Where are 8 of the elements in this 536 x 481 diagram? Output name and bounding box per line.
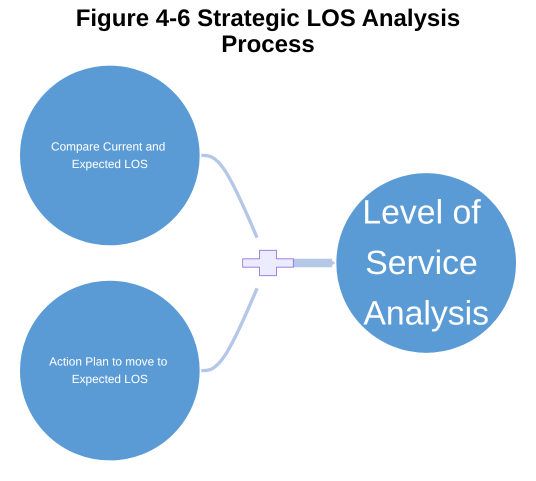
node-circle: Action Plan to move to Expected LOS xyxy=(18,279,202,462)
node-plus xyxy=(242,250,294,276)
connector xyxy=(200,154,259,238)
node-circle: Level of Service Analysis xyxy=(334,171,518,355)
arrow xyxy=(292,258,336,268)
node-circle: Compare Current and Expected LOS xyxy=(18,64,202,247)
connector xyxy=(200,288,259,372)
figure-title: Figure 4-6 Strategic LOS Analysis Process xyxy=(74,6,462,58)
